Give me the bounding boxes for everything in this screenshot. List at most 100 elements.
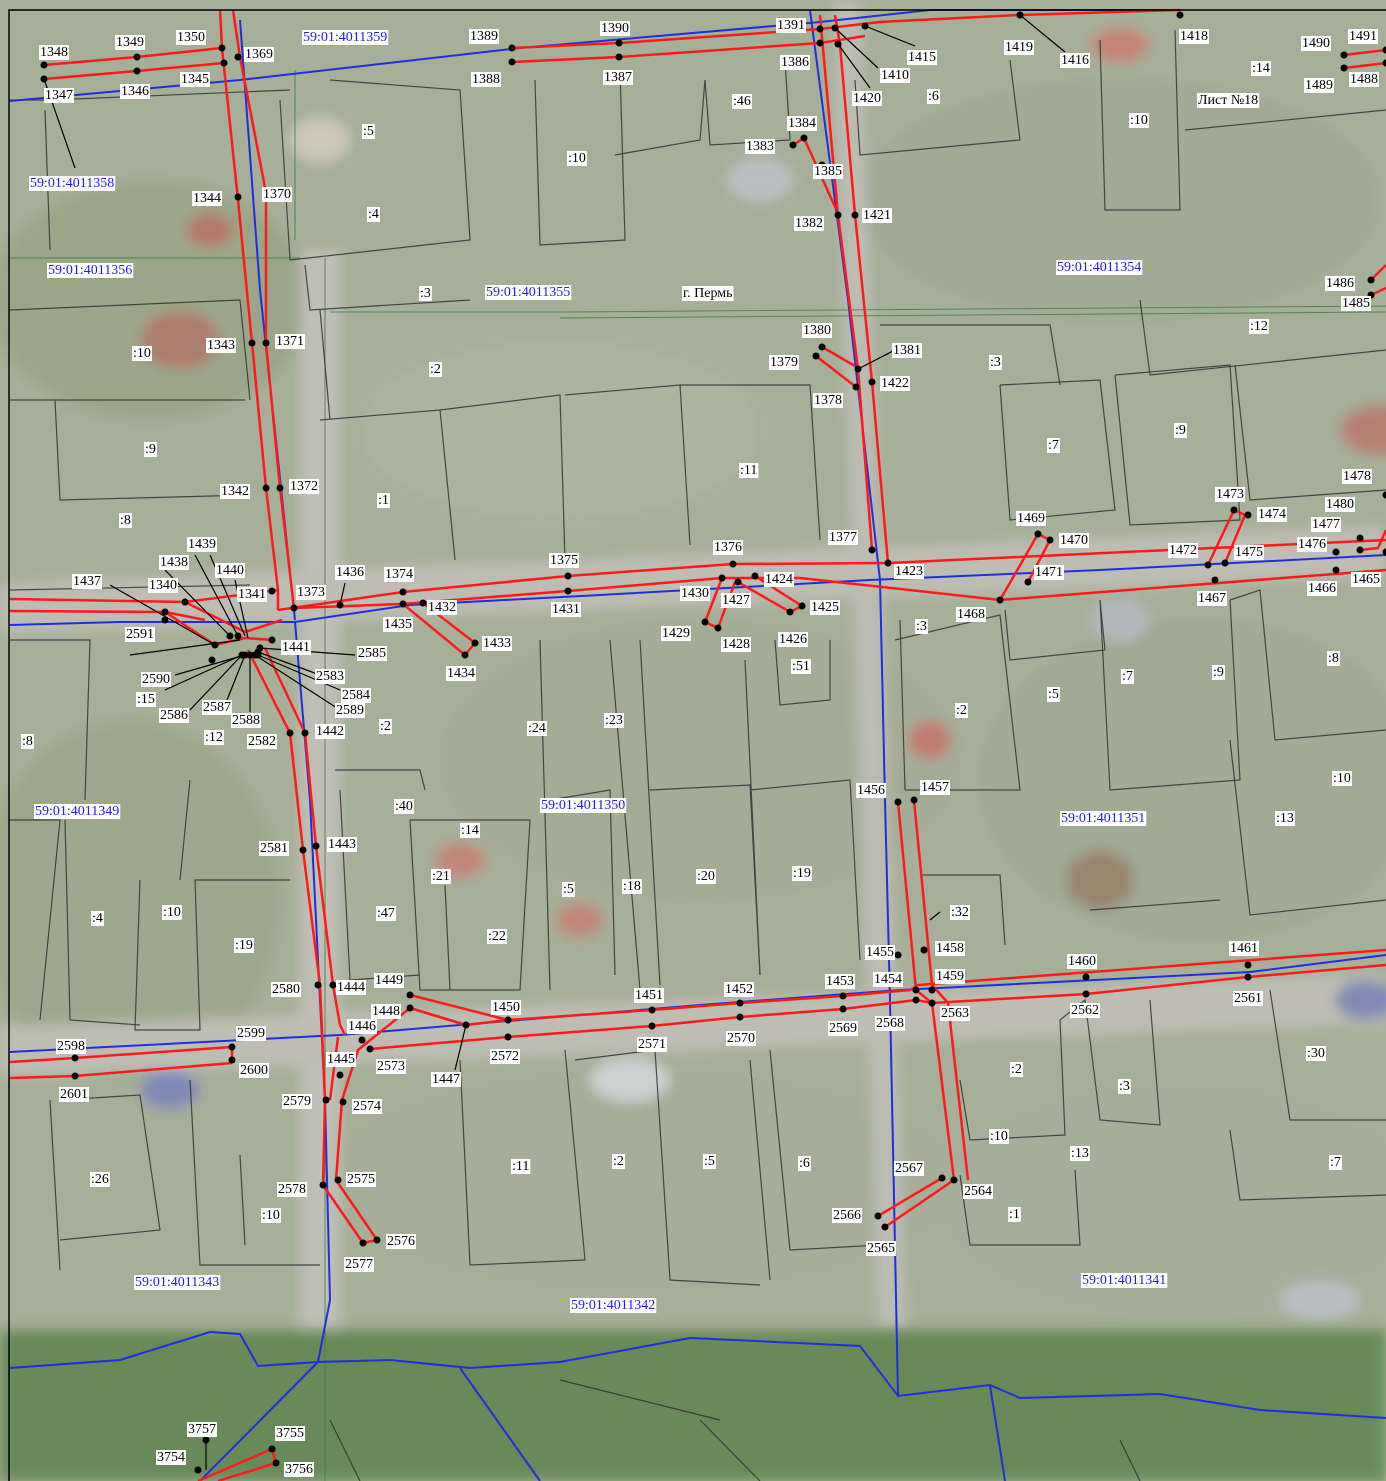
point-number-bg xyxy=(289,479,319,494)
point-number: 1439 xyxy=(188,537,216,552)
point-number-bg xyxy=(141,672,171,687)
survey-point-marker xyxy=(471,639,479,647)
point-number-bg xyxy=(1060,53,1090,68)
survey-point-marker xyxy=(1082,973,1090,981)
point-number: 2587 xyxy=(203,700,231,715)
survey-point-marker xyxy=(938,1174,946,1182)
point-number-bg xyxy=(600,21,630,36)
parcel-label-bg xyxy=(732,94,752,109)
survey-point-marker xyxy=(894,951,902,959)
point-number-bg xyxy=(374,973,404,988)
point-number-bg xyxy=(282,1094,312,1109)
point-number: 2575 xyxy=(347,1172,375,1187)
point-number: 1375 xyxy=(550,553,578,568)
point-number: 1382 xyxy=(795,216,823,231)
point-number-bg xyxy=(813,393,843,408)
parcel-label-bg xyxy=(1008,1207,1021,1222)
parcel-label-bg xyxy=(132,346,152,361)
survey-point-marker xyxy=(881,1223,889,1231)
point-number-bg xyxy=(192,191,222,206)
point-number: 1374 xyxy=(385,567,413,582)
point-number: 2599 xyxy=(237,1026,265,1041)
point-number-bg xyxy=(187,537,217,552)
point-number-bg xyxy=(1197,591,1227,606)
survey-point-marker xyxy=(133,53,141,61)
survey-point-marker xyxy=(736,1013,744,1021)
point-number: 1477 xyxy=(1312,517,1340,532)
parcel-label: :5 xyxy=(1048,687,1059,702)
point-number: 1488 xyxy=(1350,72,1378,87)
parcel-label-bg xyxy=(511,1159,531,1174)
point-number-bg xyxy=(44,88,74,103)
survey-point-marker xyxy=(262,484,270,492)
point-number-bg xyxy=(56,1039,86,1054)
point-number-bg xyxy=(1304,78,1334,93)
point-number: 1370 xyxy=(263,187,291,202)
survey-point-marker xyxy=(262,339,270,347)
survey-points xyxy=(40,11,1386,1474)
point-number: 1486 xyxy=(1326,276,1354,291)
survey-point-marker xyxy=(789,141,797,149)
parcel-label: :3 xyxy=(420,286,431,301)
point-number: 1389 xyxy=(470,29,498,44)
point-number-bg xyxy=(326,1052,356,1067)
survey-point-marker xyxy=(71,1072,79,1080)
parcel-label: :2 xyxy=(956,703,967,718)
point-number: 1341 xyxy=(238,587,266,602)
parcel-label: :10 xyxy=(568,151,586,166)
point-number-bg xyxy=(825,974,855,989)
survey-point-marker xyxy=(928,999,936,1007)
survey-point-marker xyxy=(504,1033,512,1041)
quarter-label-bg xyxy=(47,263,134,278)
point-number-bg xyxy=(745,139,775,154)
survey-point-marker xyxy=(1204,561,1212,569)
point-number: 3755 xyxy=(276,1426,304,1441)
point-number-bg xyxy=(828,1021,858,1036)
survey-point-marker xyxy=(329,981,337,989)
parcel-label-bg xyxy=(927,89,940,104)
point-number-bg xyxy=(244,47,274,62)
point-number-bg xyxy=(713,540,743,555)
point-number: 1461 xyxy=(1230,941,1258,956)
point-number: 1432 xyxy=(428,600,456,615)
point-number-bg xyxy=(357,646,387,661)
point-number-bg xyxy=(315,724,345,739)
point-number-bg xyxy=(802,323,832,338)
survey-point-marker xyxy=(861,22,869,30)
parcel-label: :26 xyxy=(91,1172,109,1187)
parcel-label-bg xyxy=(91,911,104,926)
quarter-label-bg xyxy=(1060,811,1147,826)
survey-point-marker xyxy=(800,134,808,142)
point-number-bg xyxy=(769,355,799,370)
point-number-bg xyxy=(787,116,817,131)
point-number: 1437 xyxy=(73,574,101,589)
survey-point-marker xyxy=(729,560,737,568)
point-number: 2574 xyxy=(353,1099,381,1114)
parcel-label-bg xyxy=(376,906,396,921)
point-number: 2581 xyxy=(260,841,288,856)
parcel-label: :5 xyxy=(563,882,574,897)
point-number-bg xyxy=(1342,469,1372,484)
point-number: 3756 xyxy=(285,1462,313,1477)
survey-point-marker xyxy=(462,1021,470,1029)
point-number-bg xyxy=(810,600,840,615)
point-number: 2578 xyxy=(278,1182,306,1197)
survey-point-marker xyxy=(276,484,284,492)
parcel-label: :13 xyxy=(1071,1146,1089,1161)
parcel-label: :5 xyxy=(363,124,374,139)
point-number: 1445 xyxy=(327,1052,355,1067)
point-number: 2565 xyxy=(867,1241,895,1256)
point-number: 1426 xyxy=(779,632,807,647)
point-number: 1475 xyxy=(1235,545,1263,560)
parcel-label-bg xyxy=(1251,61,1271,76)
parcel-label: :7 xyxy=(1122,669,1133,684)
point-number: 1472 xyxy=(1169,543,1197,558)
point-number-bg xyxy=(490,1049,520,1064)
point-number: 1438 xyxy=(160,555,188,570)
point-number: 1344 xyxy=(193,191,221,206)
parcel-label: :2 xyxy=(1011,1062,1022,1077)
parcel-label-bg xyxy=(1118,1079,1131,1094)
survey-point-marker xyxy=(336,601,344,609)
parcel-label-bg xyxy=(989,1129,1009,1144)
